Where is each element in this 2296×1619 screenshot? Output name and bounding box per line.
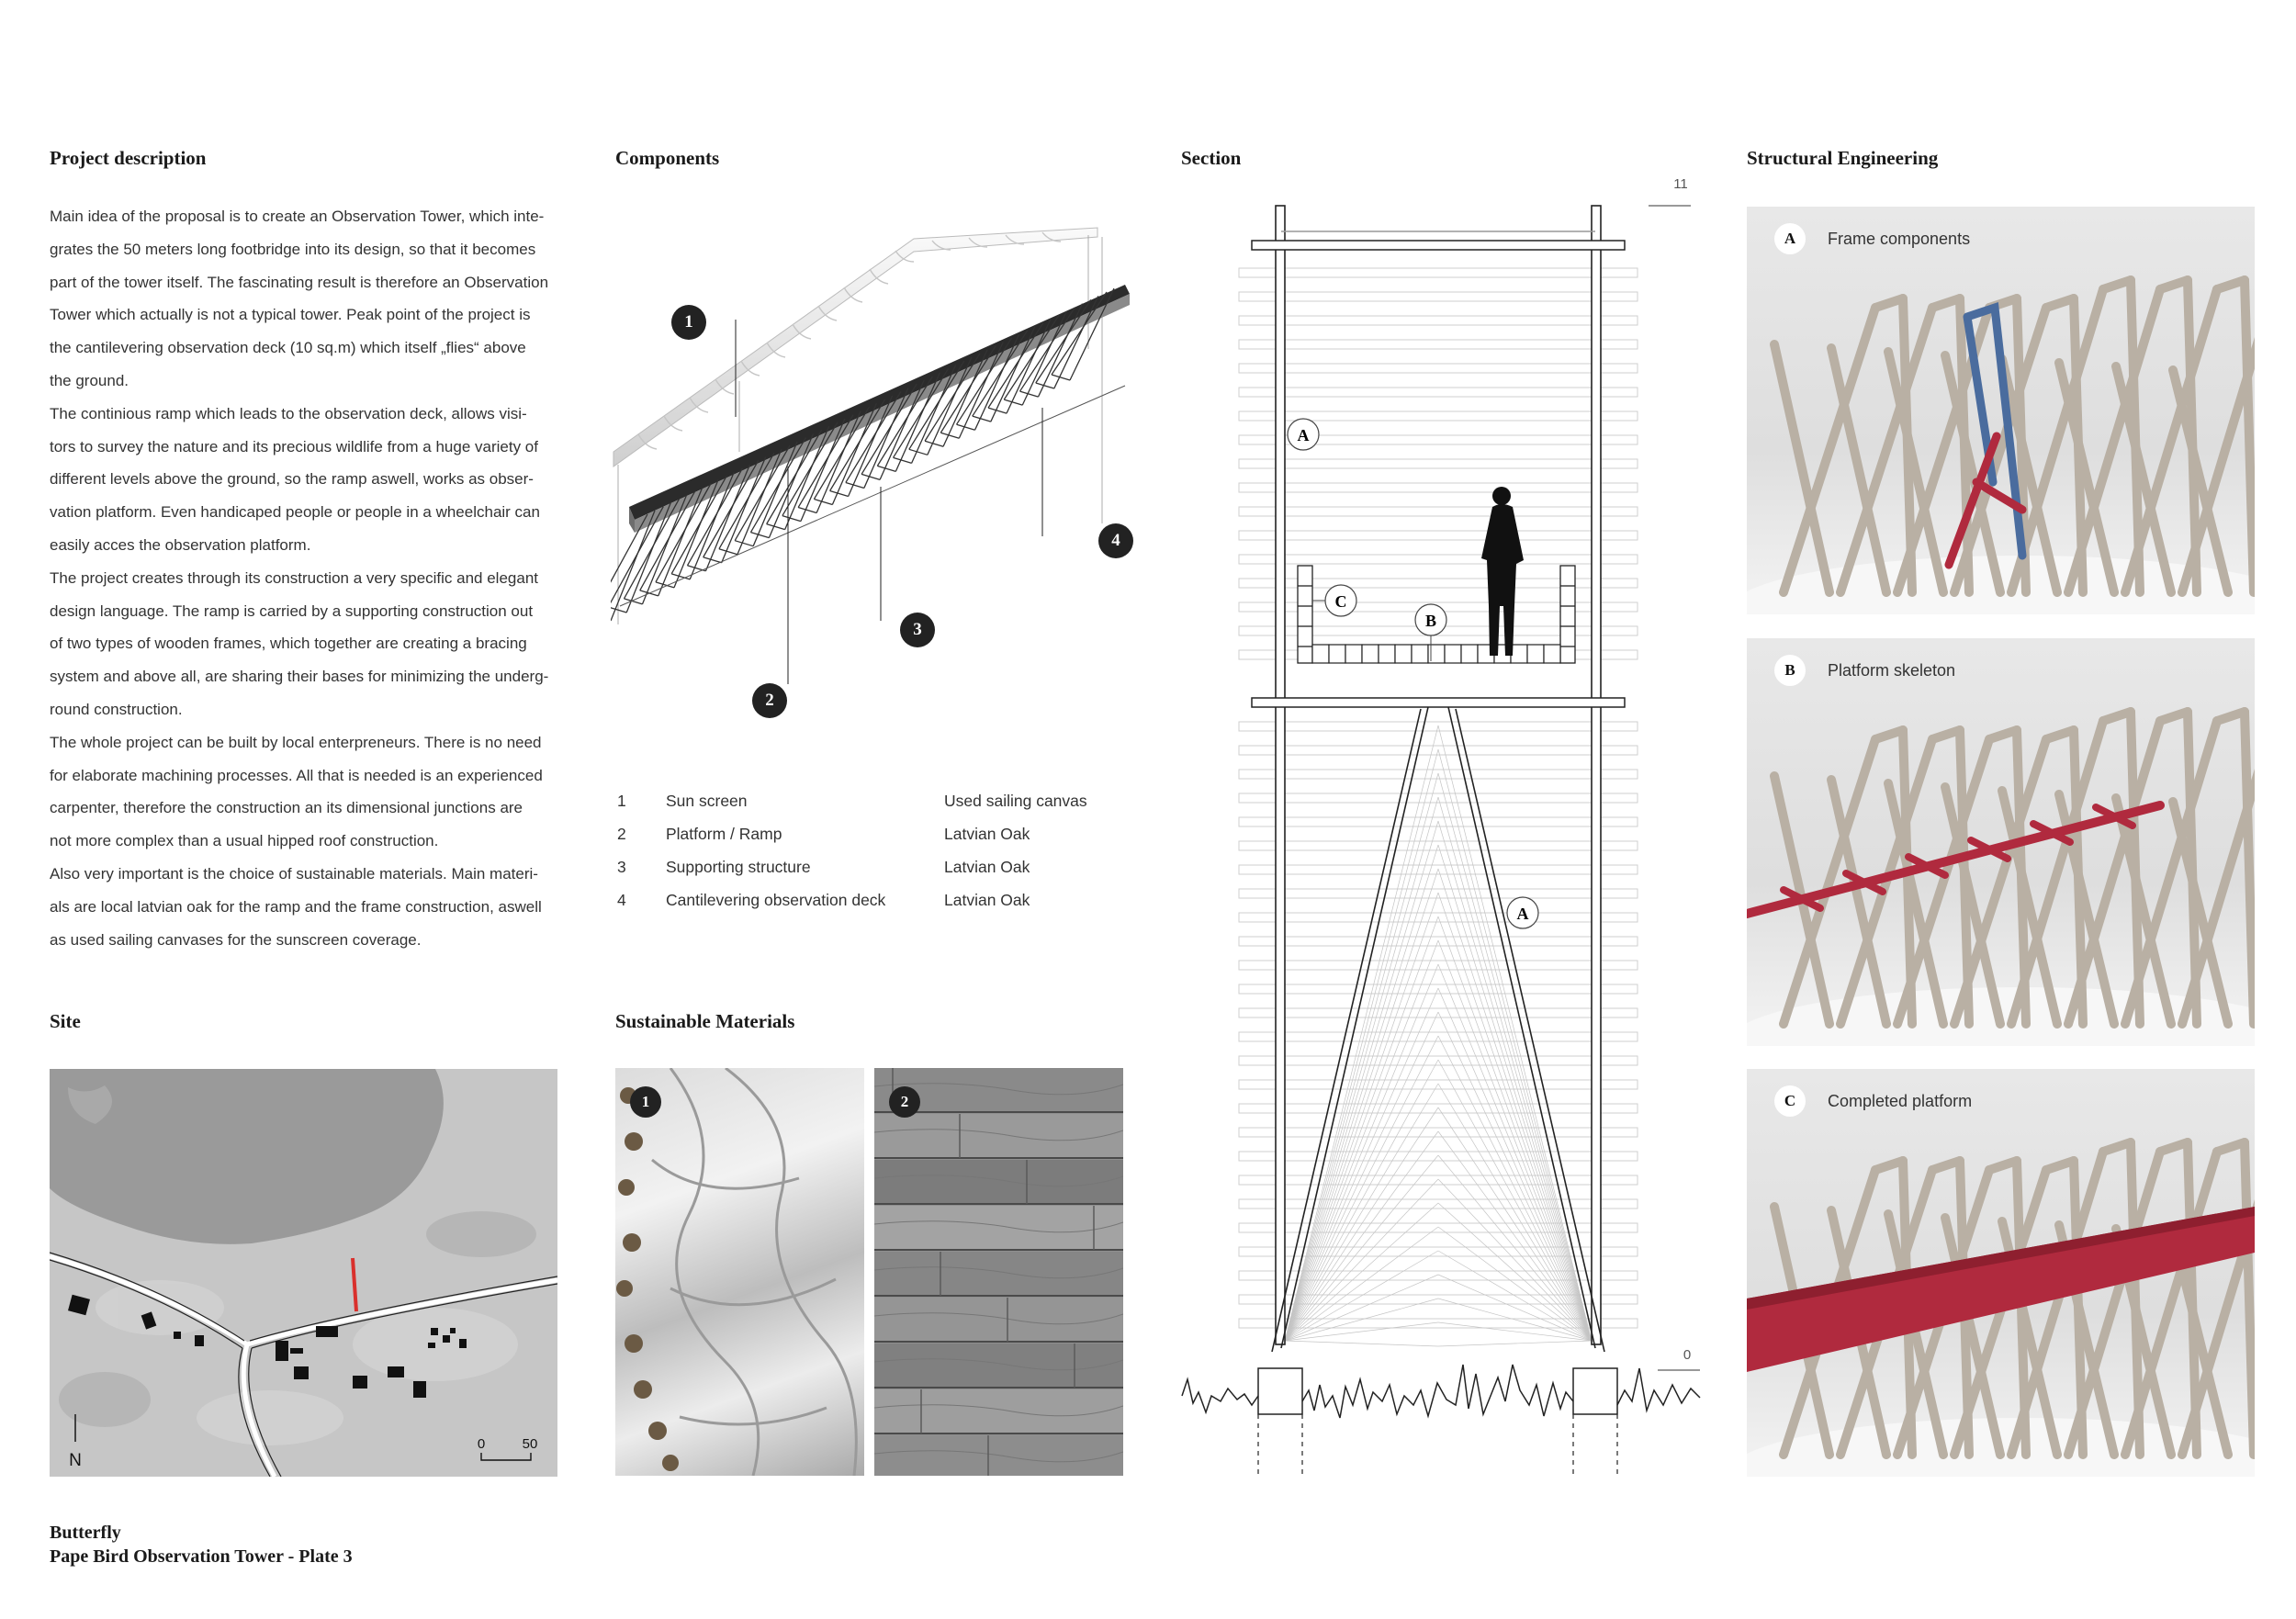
section-label-a-top: A [1298, 426, 1310, 444]
heading-section: Section [1181, 147, 1242, 169]
description-line: the cantilevering observation deck (10 s… [50, 339, 526, 357]
description-line: grates the 50 meters long footbridge int… [50, 240, 536, 258]
description-line: for elaborate machining processes. All t… [50, 766, 543, 784]
latvian-oak-photo: 2 [874, 1068, 1123, 1476]
heading-structural-engineering: Structural Engineering [1747, 147, 1939, 169]
component-name: Cantilevering observation deck [666, 891, 886, 909]
component-material: Used sailing canvas [944, 792, 1087, 810]
component-name: Sun screen [666, 792, 748, 810]
description-line: Main idea of the proposal is to create a… [50, 208, 545, 225]
platform-skeleton-photo: B Platform skeleton [1747, 638, 2255, 1046]
photo-caption-b: B Platform skeleton [1774, 655, 1955, 686]
material-badge-2: 2 [889, 1086, 920, 1118]
description-line: Tower which actually is not a typical to… [50, 306, 531, 324]
frame-components-photo: A Frame components [1747, 207, 2255, 614]
sun-screen [613, 227, 1098, 467]
north-arrow-label: N [69, 1451, 82, 1470]
caption-text: Frame components [1828, 229, 1971, 248]
plate-subtitle: Pape Bird Observation Tower - Plate 3 [50, 1546, 353, 1567]
description-line: easily acces the observation platform. [50, 535, 311, 554]
photo-badge-a: A [1774, 223, 1806, 254]
section-drawing: A C B A 11 0 [1181, 176, 1701, 1478]
component-number: 3 [617, 858, 626, 876]
plate-title: Butterfly Pape Bird Observation Tower - … [50, 1521, 353, 1568]
component-material: Latvian Oak [944, 858, 1030, 876]
description-line: vation platform. Even handicaped people … [50, 503, 540, 522]
heading-project-description: Project description [50, 147, 207, 169]
material-badge-1: 1 [630, 1086, 661, 1118]
caption-text: Platform skeleton [1828, 660, 1956, 680]
completed-platform-photo: C Completed platform [1747, 1069, 2255, 1477]
level-ground-value: 0 [1683, 1347, 1691, 1363]
description-line: system and above all, are sharing their … [50, 668, 549, 686]
component-marker-4: 4 [1098, 523, 1133, 558]
components-table: 1 Sun screen Used sailing canvas 2 Platf… [617, 792, 1131, 929]
site-map: N 0 50 [50, 1069, 557, 1477]
description-line: part of the tower itself. The fascinatin… [50, 273, 549, 291]
project-name: Butterfly [50, 1523, 121, 1543]
component-material: Latvian Oak [944, 891, 1030, 909]
photo-caption-c: C Completed platform [1774, 1085, 1972, 1117]
component-marker-1: 1 [671, 305, 706, 340]
description-line: The project creates through its construc… [50, 568, 539, 587]
section-label-a-bottom: A [1517, 905, 1529, 923]
heading-site: Site [50, 1010, 81, 1032]
description-line: carpenter, therefore the construction an… [50, 799, 523, 817]
site-location-marker [351, 1257, 358, 1312]
project-description-text: Main idea of the proposal is to create a… [50, 200, 582, 956]
photo-badge-c: C [1774, 1085, 1806, 1117]
level-top-value: 11 [1673, 176, 1688, 192]
photo-badge-b: B [1774, 655, 1806, 686]
observation-deck [1297, 565, 1576, 664]
sailing-canvas-photo: 1 [615, 1068, 864, 1476]
supporting-structure [611, 287, 1126, 622]
component-marker-2: 2 [752, 683, 787, 718]
description-line: The whole project can be built by local … [50, 733, 542, 751]
component-number: 4 [617, 891, 626, 909]
component-number: 1 [617, 792, 626, 810]
person-silhouette [1481, 487, 1524, 656]
description-line: of two types of wooden frames, which tog… [50, 635, 527, 653]
section-label-b: B [1425, 612, 1436, 630]
photo-caption-a: A Frame components [1774, 223, 1970, 254]
scale-end: 50 [523, 1436, 538, 1452]
description-line: The continious ramp which leads to the o… [50, 404, 527, 422]
component-material: Latvian Oak [944, 825, 1030, 843]
component-name: Platform / Ramp [666, 825, 782, 843]
section-label-c: C [1335, 592, 1347, 611]
description-line: as used sailing canvases for the sunscre… [50, 930, 422, 949]
description-line: different levels above the ground, so th… [50, 470, 534, 489]
heading-sustainable-materials: Sustainable Materials [615, 1010, 795, 1032]
description-line: the ground. [50, 371, 129, 389]
description-line: design language. The ramp is carried by … [50, 602, 534, 620]
description-line: Also very important is the choice of sus… [50, 864, 538, 883]
component-name: Supporting structure [666, 858, 811, 876]
description-line: round construction. [50, 700, 183, 718]
heading-components: Components [615, 147, 720, 169]
component-number: 2 [617, 825, 626, 843]
caption-text: Completed platform [1828, 1091, 1973, 1110]
components-axonometric-diagram [611, 227, 1130, 684]
scale-start: 0 [478, 1436, 485, 1452]
description-line: not more complex than a usual hipped roo… [50, 832, 439, 850]
description-line: als are local latvian oak for the ramp a… [50, 897, 542, 916]
component-marker-3: 3 [900, 613, 935, 647]
description-line: tors to survey the nature and its precio… [50, 437, 538, 455]
